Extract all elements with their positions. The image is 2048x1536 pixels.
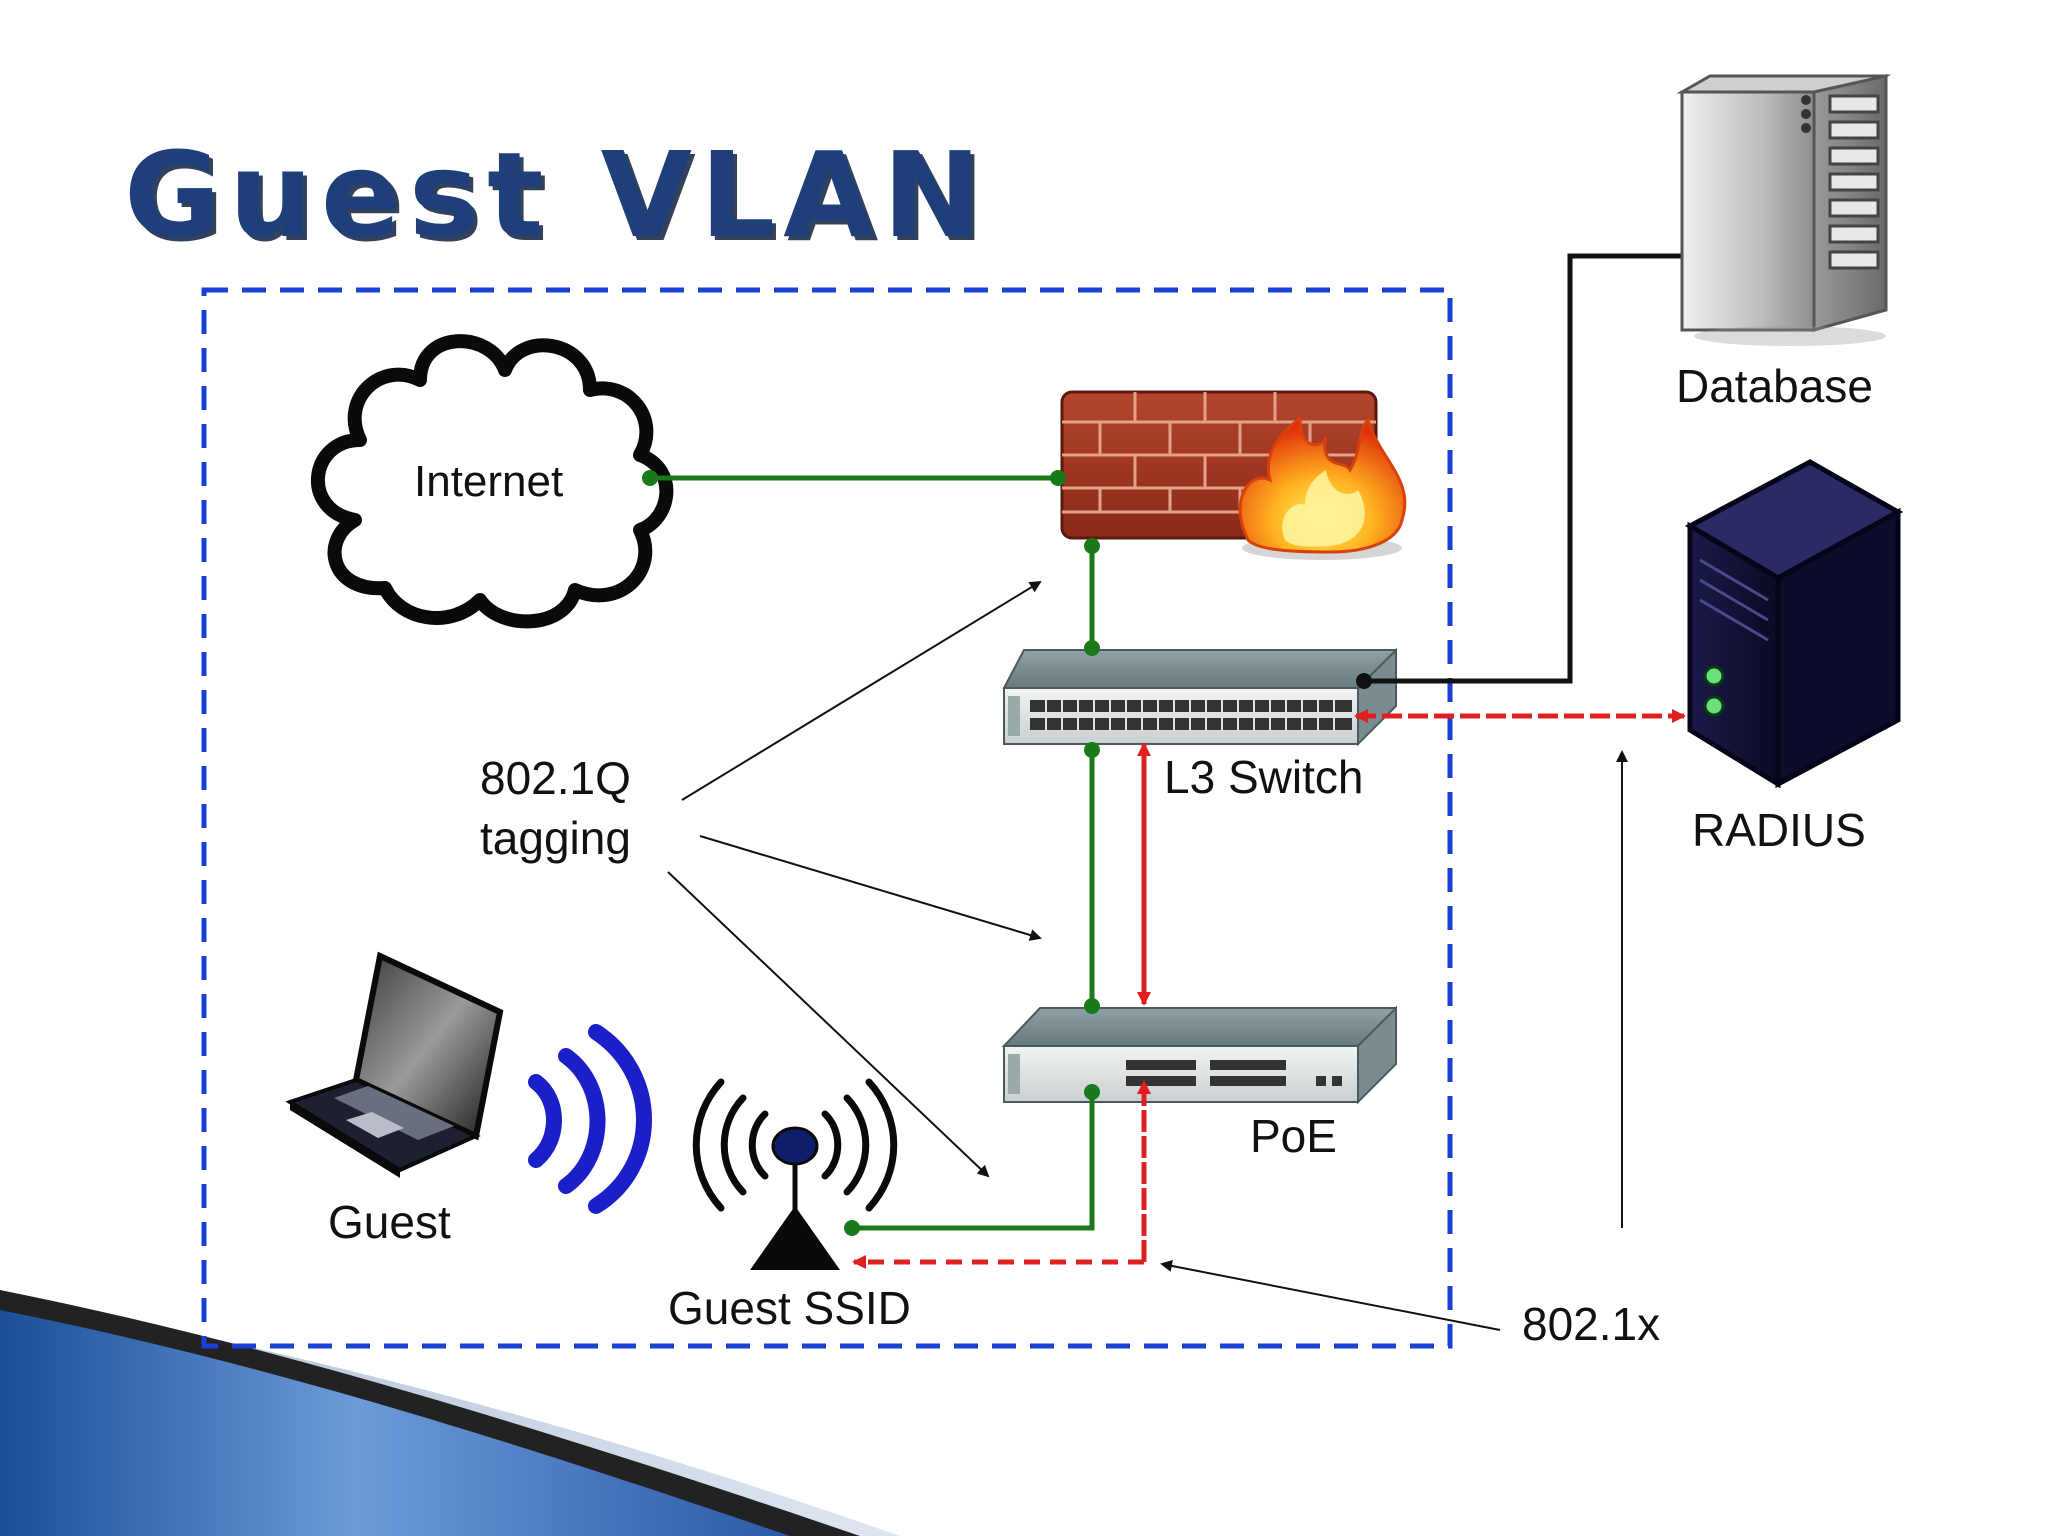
poe-label: PoE [1250,1110,1337,1162]
auth-paths [852,709,1686,1269]
tagging-label-line1: 802.1Q [480,752,631,804]
guest-ssid-label: Guest SSID [668,1282,911,1334]
link-endpoint [1356,673,1372,689]
wifi-icon [528,1024,652,1214]
guest-label: Guest [328,1196,451,1248]
radius-label: RADIUS [1692,804,1866,856]
slide-title-shadow-front: Guest VLAN [124,126,989,264]
database-label: Database [1676,360,1873,412]
l3-switch-icon [1002,647,1397,747]
internet-label: Internet [414,457,563,506]
poe-switch-icon [1001,1005,1397,1105]
server-box-icon [1684,459,1904,789]
antenna-icon [692,1078,898,1270]
tagging-label-line2: tagging [480,812,631,864]
cloud-icon [311,334,674,629]
slide-ribbon [0,1290,900,1536]
auth-arrows [1160,750,1628,1331]
firewall-icon [1060,390,1407,560]
auth-label: 802.1x [1522,1298,1660,1350]
server-links [1364,253,1690,684]
l3-switch-label: L3 Switch [1164,751,1363,803]
tagging-arrows [667,580,1042,1178]
slide-title: Guest VLAN [128,130,993,268]
data-links [650,475,1095,1231]
server-tower-icon [1676,74,1891,346]
link-endpoints [642,470,1100,1236]
vlan-boundary [201,287,1453,1349]
laptop-icon [285,951,504,1178]
